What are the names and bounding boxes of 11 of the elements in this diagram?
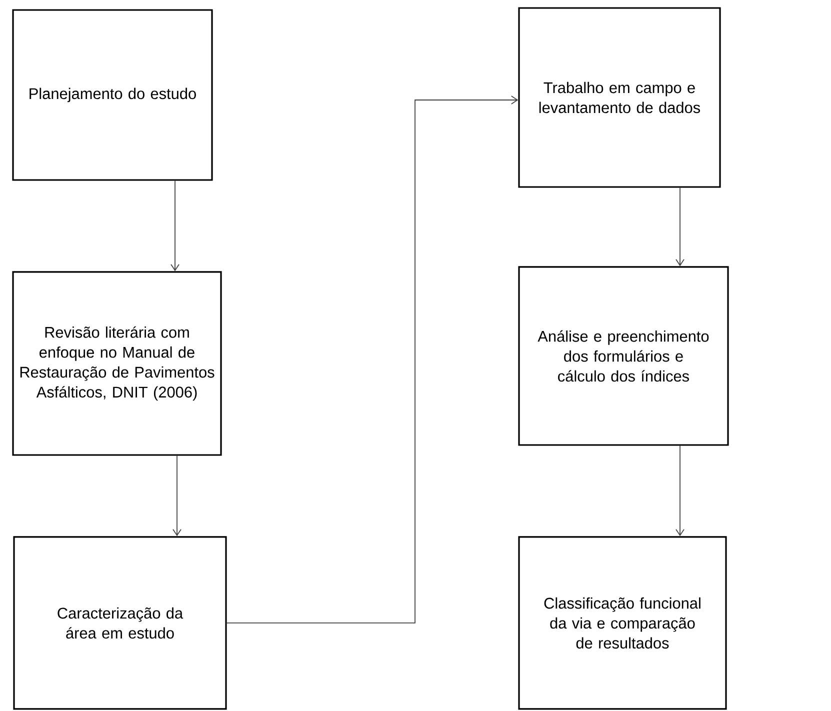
process-box: Caracterização da área em estudo [13,536,227,710]
process-box: Revisão literária com enfoque no Manual de Restauração de Pavimentos Asfálticos, DNIT (2006) [12,271,222,456]
arrow [226,96,518,624]
arrow [676,187,684,266]
arrow [170,180,180,272]
process-box: Planejamento do estudo [12,9,213,181]
process-box: Análise e preenchimento dos formulários e cálculo dos índices [518,266,729,446]
arrow [172,455,182,536]
process-box: Trabalho em campo e levantamento de dados [518,7,721,188]
process-box: Classificação funcional da via e comparação de resultados [518,536,727,710]
arrow [676,445,684,536]
